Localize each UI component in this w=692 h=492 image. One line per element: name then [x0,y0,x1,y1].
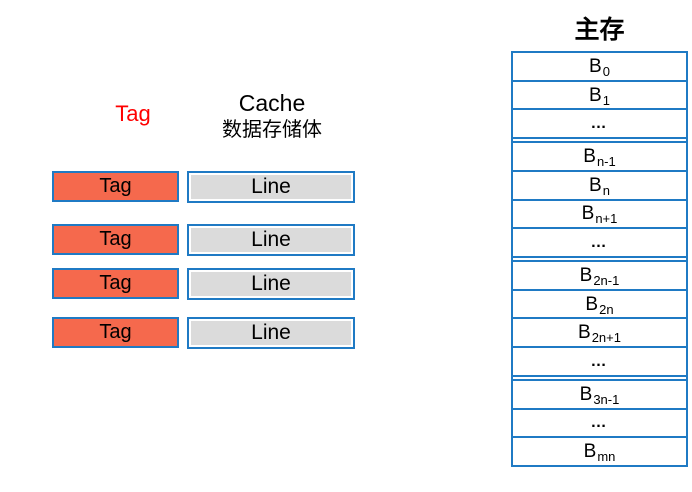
block-subscript: 3n-1 [593,391,620,407]
block-label: B [589,84,602,106]
block-subscript: mn [597,449,616,465]
memory-block-ellipsis: … [513,410,686,439]
block-subscript: 2n+1 [591,330,621,346]
main-memory-title: 主存 [574,16,625,44]
cache-column-header: Cache 数据存储体 [188,90,356,142]
block-subscript: n [602,182,610,198]
line-box: Line [187,224,355,256]
block-label: … [590,352,609,370]
block-subscript: 2n [599,301,614,317]
tag-box-label: Tag [99,175,132,197]
memory-block-ellipsis: … [513,229,686,259]
block-subscript: 1 [602,92,610,108]
tag-box: Tag [52,224,179,255]
block-label: B [589,55,602,77]
line-box: Line [187,268,355,300]
tag-box-label: Tag [99,228,132,250]
line-box-label: Line [251,175,291,198]
tag-box-label: Tag [99,321,132,343]
block-label: B [581,203,595,225]
block-label: B [578,322,591,344]
block-label: B [583,441,597,463]
block-subscript: n-1 [596,154,616,170]
tag-box: Tag [52,171,179,202]
block-label: … [590,233,609,251]
block-label: B [585,293,599,315]
block-subscript: 2n-1 [593,272,620,288]
line-box-label: Line [251,321,291,344]
line-box-label: Line [251,272,291,295]
block-label: B [583,146,596,168]
tag-box: Tag [52,317,179,348]
memory-block-ellipsis: … [513,110,686,140]
line-box: Line [187,171,355,203]
memory-block-ellipsis: … [513,348,686,377]
block-label: B [579,383,593,405]
cache-header-line1: Cache [238,90,306,116]
tag-box-label: Tag [99,272,132,294]
block-subscript: 0 [602,63,610,79]
block-label: … [590,413,609,431]
block-label: B [579,264,593,286]
block-subscript: n+1 [595,211,618,227]
line-box: Line [187,317,355,349]
block-label: … [590,114,609,132]
tag-column-header: Tag [115,101,151,126]
tag-box: Tag [52,268,179,299]
cache-header-line2: 数据存储体 [222,118,322,141]
block-label: B [589,174,602,196]
line-box-label: Line [251,228,291,251]
